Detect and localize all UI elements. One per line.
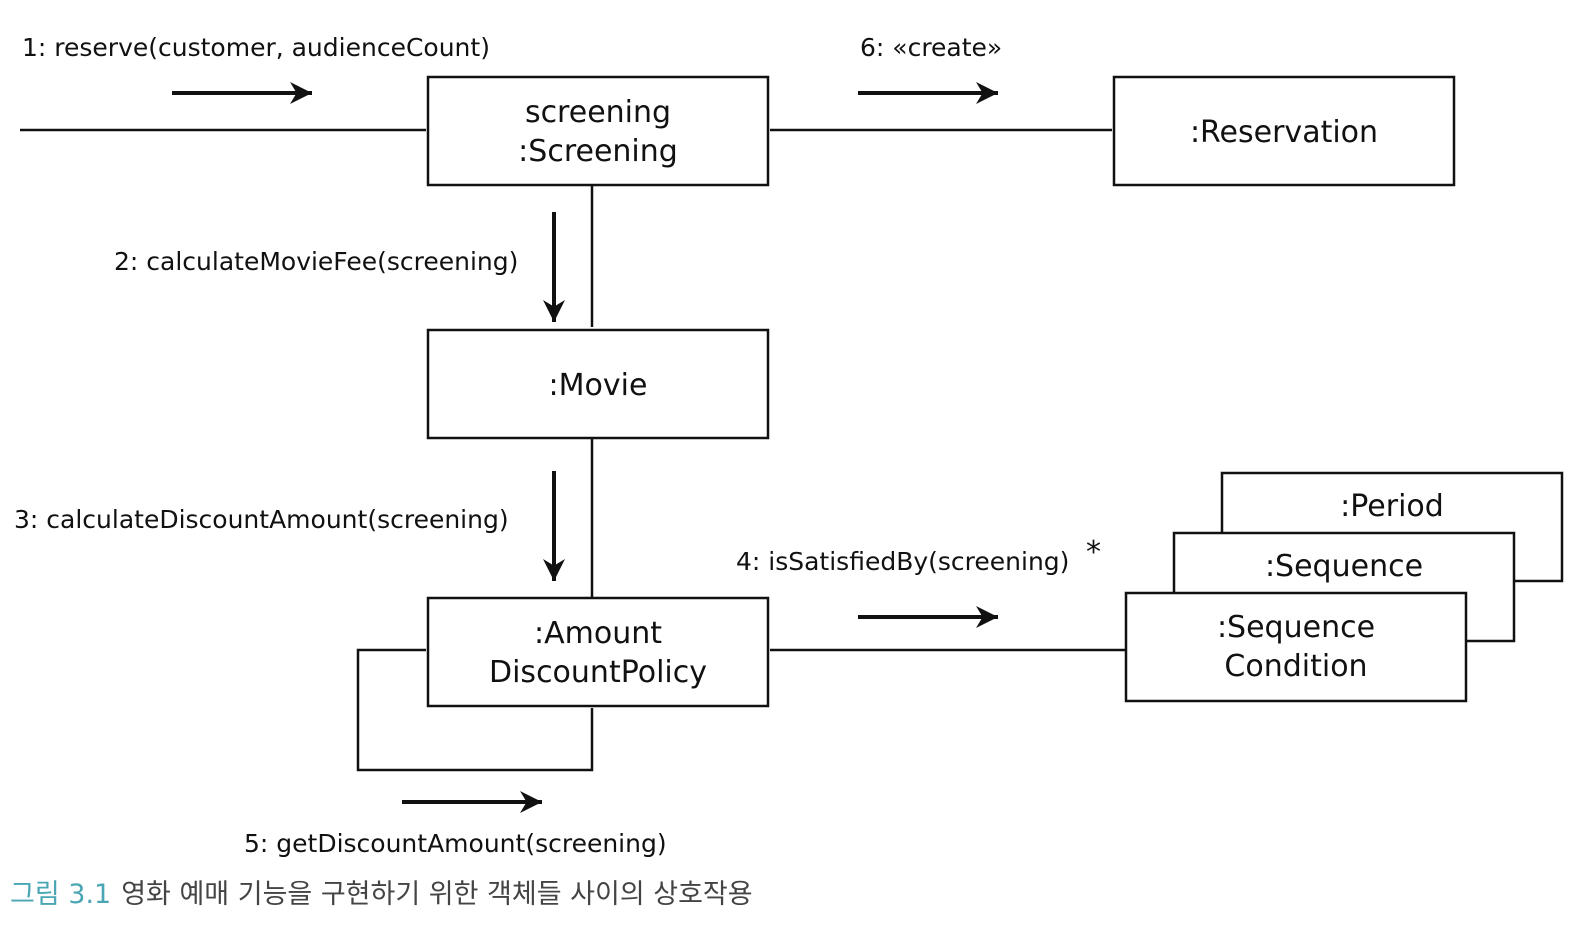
- message-4-label: 4: isSatisfiedBy(screening): [736, 547, 1069, 576]
- object-reservation-label: :Reservation: [1190, 115, 1378, 150]
- object-amount-discount-policy: :Amount DiscountPolicy: [426, 596, 770, 708]
- object-policy-line1: :Amount: [534, 616, 662, 651]
- object-screening-line2: :Screening: [518, 134, 678, 169]
- link-policy-self: [356, 648, 594, 772]
- message-6-label: 6: «create»: [860, 33, 1002, 62]
- object-period-label: :Period: [1340, 489, 1444, 524]
- object-sequence-label: :Sequence: [1265, 549, 1423, 584]
- figure-number: 그림 3.1: [10, 879, 112, 910]
- object-sequence-condition-line1: :Sequence: [1217, 610, 1375, 645]
- object-sequence-condition-line2: Condition: [1224, 649, 1367, 684]
- object-policy-line2: DiscountPolicy: [489, 655, 707, 690]
- message-5-label: 5: getDiscountAmount(screening): [244, 829, 667, 858]
- message-3-label: 3: calculateDiscountAmount(screening): [14, 505, 509, 534]
- object-movie: :Movie: [426, 328, 770, 440]
- figure-caption-text: 영화 예매 기능을 구현하기 위한 객체들 사이의 상호작용: [121, 879, 753, 910]
- object-movie-label: :Movie: [549, 368, 648, 403]
- message-4-multiplicity: *: [1086, 535, 1101, 570]
- object-reservation: :Reservation: [1112, 75, 1456, 187]
- figure-caption: 그림 3.1 영화 예매 기능을 구현하기 위한 객체들 사이의 상호작용: [10, 872, 753, 911]
- message-1-label: 1: reserve(customer, audienceCount): [22, 33, 490, 62]
- message-2-label: 2: calculateMovieFee(screening): [114, 247, 518, 276]
- object-screening-line1: screening: [525, 95, 671, 130]
- object-sequence-condition: :Sequence Condition: [1124, 591, 1468, 703]
- object-screening: screening :Screening: [426, 75, 770, 187]
